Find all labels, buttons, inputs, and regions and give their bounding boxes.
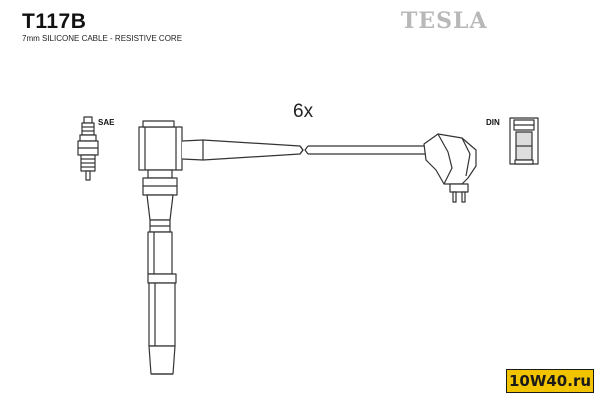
cable-description: 7mm SILICONE CABLE - RESISTIVE CORE xyxy=(22,34,183,43)
sae-label: SAE xyxy=(98,118,115,127)
brand-logo: TESLA xyxy=(401,8,488,34)
watermark-logo: 10W40.ru xyxy=(506,369,594,393)
model-code: T117B xyxy=(22,10,87,33)
distributor-terminal-icon xyxy=(509,117,539,165)
spark-plug-icon xyxy=(77,116,99,181)
din-label: DIN xyxy=(486,118,500,127)
quantity-label: 6x xyxy=(293,101,314,122)
spark-plug-boot xyxy=(138,120,183,375)
distributor-boot xyxy=(423,133,477,203)
ignition-cable xyxy=(181,139,430,161)
